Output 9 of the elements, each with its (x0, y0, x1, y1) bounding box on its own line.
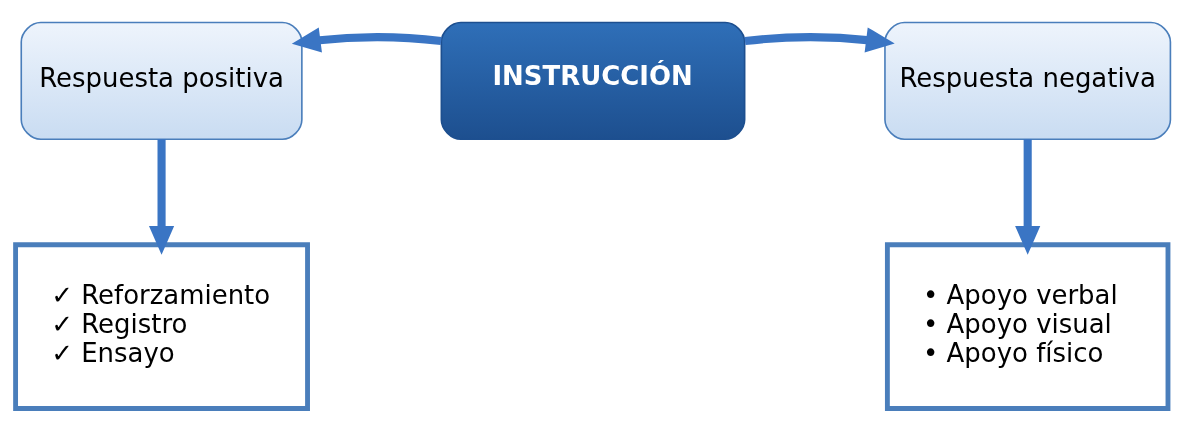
node-box: • Apoyo verbal • Apoyo visual • Apoyo físico (884, 242, 1171, 411)
node-box: Respuesta negativa (884, 21, 1172, 141)
arrow (291, 27, 442, 53)
node-box: ✓ Reforzamiento ✓ Registro ✓ Ensayo (13, 242, 310, 411)
node-box: INSTRUCCIÓN (440, 21, 746, 141)
arrow (1015, 139, 1041, 255)
arrow (148, 139, 175, 255)
arrow (744, 27, 895, 53)
node-box: Respuesta positiva (20, 21, 303, 141)
